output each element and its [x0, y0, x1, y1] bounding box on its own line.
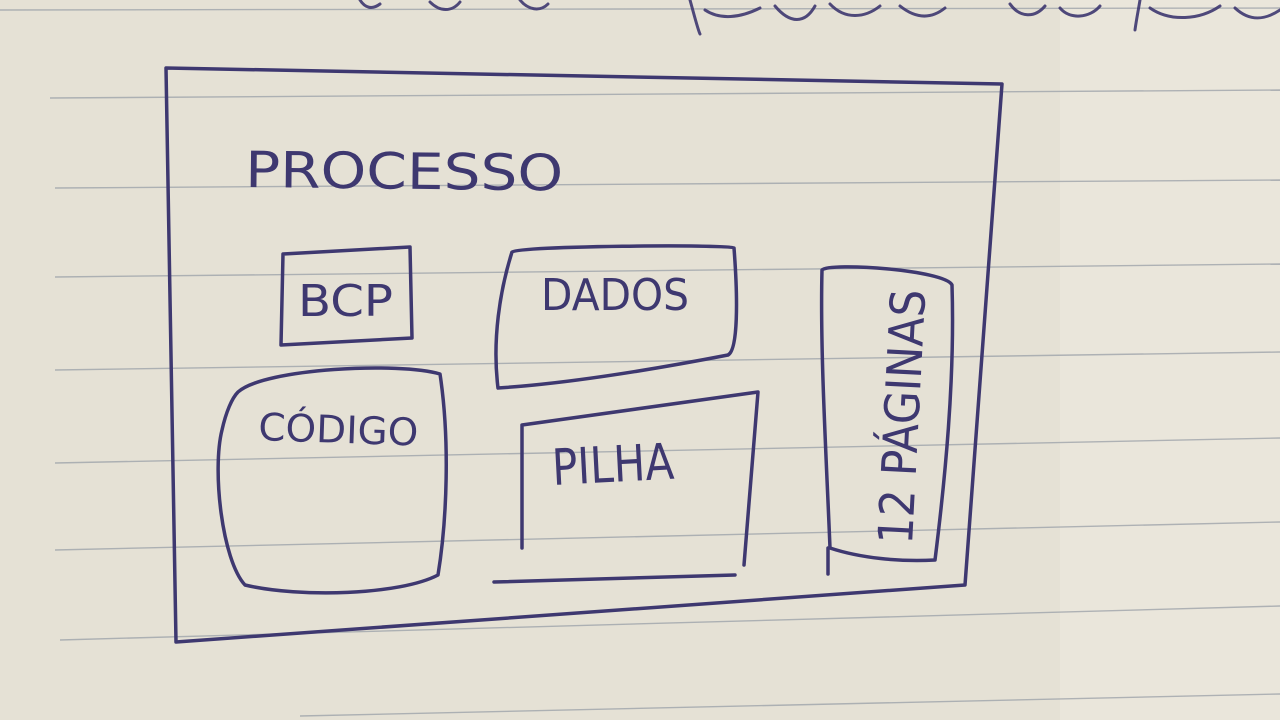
scribble-stroke: [1148, 4, 1222, 20]
diagram-shapes: [164, 66, 1004, 644]
bcp-label: BCP: [298, 276, 393, 327]
rule-line: [54, 263, 1280, 278]
scribble-stroke: [1233, 6, 1280, 20]
codigo-label: CÓDIGO: [258, 405, 419, 455]
scribble-stroke: [898, 4, 947, 18]
pilha-label: PILHA: [551, 433, 676, 497]
rule-line: [54, 437, 1280, 464]
rule-line: [49, 89, 1280, 99]
pilha-box: [520, 390, 760, 567]
dados-box: [494, 244, 739, 390]
rule-line: [299, 693, 1280, 717]
scribble-stroke: [703, 6, 762, 18]
scribble-stroke: [518, 0, 550, 11]
scribble-stroke: [358, 0, 382, 9]
paginas-box: [819, 265, 955, 563]
bcp-box: [279, 245, 414, 347]
dados-label: DADOS: [541, 270, 689, 321]
rule-line: [0, 7, 1280, 11]
scribble-stroke: [773, 4, 817, 21]
scribble-stroke: [828, 2, 882, 17]
pilha-base-line: [492, 573, 737, 584]
scribble-stroke: [1058, 4, 1102, 18]
scribble-stroke: [1008, 2, 1047, 17]
top-scribble: [358, 0, 1280, 36]
rule-line: [54, 179, 1280, 189]
scribble-stroke: [1133, 0, 1142, 32]
process-outer-box: [164, 66, 1004, 644]
rule-line: [54, 521, 1280, 551]
scribble-stroke: [688, 0, 702, 36]
rule-line: [54, 351, 1280, 371]
codigo-box: [216, 366, 448, 595]
paginas-label: 12 PÁGINAS: [867, 288, 937, 546]
scribble-stroke: [428, 0, 462, 11]
diagram-title: PROCESSO: [245, 141, 564, 202]
paper-highlight: [1060, 0, 1280, 720]
